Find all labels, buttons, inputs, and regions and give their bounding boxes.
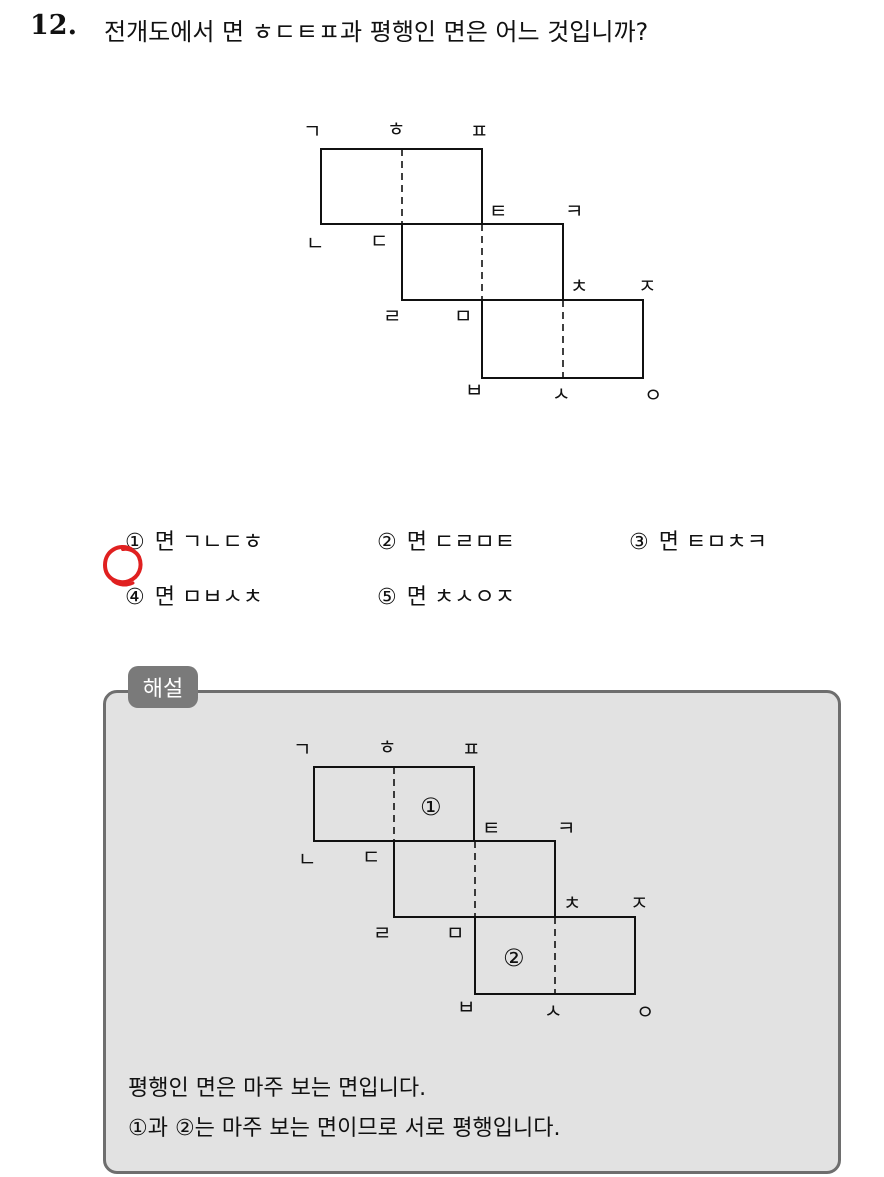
vertex-label-d: ㄷ	[370, 229, 388, 253]
vertex-label-t: ㅌ	[489, 199, 507, 223]
answer-circle-mark	[102, 545, 143, 587]
vertex-label-g: ㄱ	[303, 119, 321, 143]
question-text: 전개도에서 면 ㅎㄷㅌㅍ과 평행인 면은 어느 것입니까?	[104, 18, 649, 46]
choice-3[interactable]: ③ 면 ㅌㅁㅊㅋ	[615, 499, 767, 556]
exp-vertex-label-g: ㄱ	[293, 737, 311, 761]
choice-4-number: ④	[125, 585, 145, 610]
question-number: 12.	[30, 10, 77, 41]
choice-3-text: 면 ㅌㅁㅊㅋ	[658, 530, 767, 555]
choice-1-text: 면 ㄱㄴㄷㅎ	[154, 530, 263, 555]
net-diagram: ㄱ ㅎ ㅍ ㄴ ㄷ ㅌ ㅋ ㄹ ㅁ ㅊ ㅈ ㅂ ㅅ ㅇ	[303, 117, 662, 407]
explanation-net-diagram: ① ② ㄱ ㅎ ㅍ ㄴ ㄷ ㅌ ㅋ ㄹ ㅁ ㅊ ㅈ ㅂ ㅅ ㅇ	[293, 735, 654, 1024]
explanation-net-fold-lines	[393, 767, 556, 994]
vertex-label-s: ㅅ	[552, 382, 570, 406]
choice-3-number: ③	[629, 530, 649, 555]
vertex-label-k: ㅋ	[565, 199, 583, 223]
face-mark-two: ②	[503, 944, 525, 972]
choice-5[interactable]: ⑤ 면 ㅊㅅㅇㅈ	[363, 554, 515, 611]
exp-vertex-label-m: ㅁ	[446, 921, 464, 945]
vertex-label-b: ㅂ	[465, 378, 483, 402]
exp-vertex-label-ch: ㅊ	[563, 891, 581, 915]
choice-2[interactable]: ② 면 ㄷㄹㅁㅌ	[363, 499, 515, 556]
choice-4[interactable]: ④ 면 ㅁㅂㅅㅊ	[111, 554, 263, 611]
vertex-label-o: ㅇ	[644, 383, 662, 407]
vertex-label-j: ㅈ	[638, 274, 656, 298]
exp-vertex-label-t: ㅌ	[482, 816, 500, 840]
choice-2-text: 면 ㄷㄹㅁㅌ	[406, 530, 515, 555]
vertex-label-p: ㅍ	[470, 119, 488, 143]
vertex-label-r: ㄹ	[383, 304, 401, 328]
exp-vertex-label-h: ㅎ	[378, 735, 396, 759]
exp-vertex-label-r: ㄹ	[373, 921, 391, 945]
vertex-label-n: ㄴ	[306, 231, 324, 255]
explanation-box	[103, 690, 841, 1174]
exp-vertex-label-o: ㅇ	[636, 1000, 654, 1024]
exp-vertex-label-b: ㅂ	[457, 995, 475, 1019]
vertex-label-h: ㅎ	[387, 117, 405, 141]
explanation-line-1: 평행인 면은 마주 보는 면입니다.	[128, 1076, 427, 1101]
vertex-label-m: ㅁ	[454, 304, 472, 328]
net-fold-lines	[401, 149, 564, 378]
choice-2-number: ②	[377, 530, 397, 555]
explanation-tag: 해설	[128, 666, 198, 708]
face-mark-one: ①	[420, 793, 442, 821]
exp-vertex-label-n: ㄴ	[298, 847, 316, 871]
exp-vertex-label-k: ㅋ	[557, 816, 575, 840]
explanation-line-2: ①과 ②는 마주 보는 면이므로 서로 평행입니다.	[128, 1116, 561, 1141]
vertex-label-ch: ㅊ	[570, 274, 588, 298]
choice-5-text: 면 ㅊㅅㅇㅈ	[406, 585, 515, 610]
exp-vertex-label-p: ㅍ	[462, 737, 480, 761]
choice-5-number: ⑤	[377, 585, 397, 610]
exp-vertex-label-d: ㄷ	[362, 845, 380, 869]
exp-vertex-label-j: ㅈ	[630, 891, 648, 915]
exp-vertex-label-s: ㅅ	[544, 999, 562, 1023]
choice-4-text: 면 ㅁㅂㅅㅊ	[154, 585, 263, 610]
